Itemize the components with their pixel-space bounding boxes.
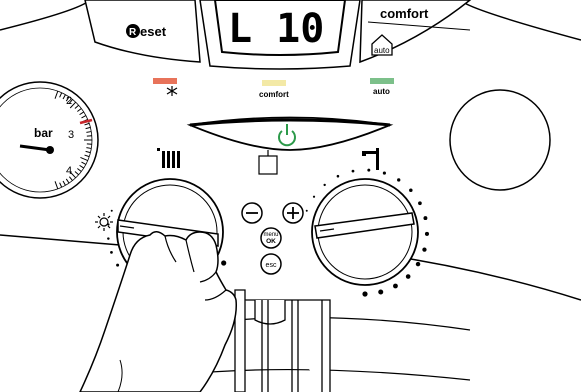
scale-dot (382, 171, 386, 175)
scale-dot (323, 183, 326, 187)
panel-edge-top-left (0, 0, 91, 31)
scale-dot (362, 291, 368, 297)
indicator-label-auto: auto (373, 87, 390, 96)
scale-dot (409, 188, 413, 192)
scale-dot (415, 261, 421, 267)
display-code: L 10 (228, 6, 324, 52)
reset-label: eset (140, 24, 167, 39)
scale-dot (405, 274, 411, 279)
gauge-tick-mark (54, 90, 59, 99)
gauge-tick-mark (74, 171, 79, 176)
panel-edge-left (0, 234, 121, 246)
gauge-tick-mark (85, 126, 91, 130)
scale-dot (367, 168, 371, 172)
round-window (449, 89, 551, 191)
snowflake-icon (166, 86, 178, 96)
gauge-tick-mark (54, 181, 59, 190)
scale-dot (116, 263, 120, 267)
scale-dot (397, 178, 401, 182)
scale-dot (393, 283, 398, 289)
hand-illustration (79, 231, 238, 392)
scale-dot (107, 237, 110, 240)
hot-water-knob[interactable] (311, 178, 419, 286)
gauge-tick-mark (74, 104, 79, 109)
scale-dot (110, 251, 113, 254)
gauge-tick-mark (68, 99, 73, 104)
gauge-tick-mark (62, 180, 66, 186)
gauge-tick-mark (59, 92, 63, 98)
reset-button[interactable] (84, 0, 201, 63)
gauge-tick-mark (69, 171, 77, 179)
reset-r-badge (126, 24, 140, 38)
gauge-tick-mark (65, 96, 70, 102)
gauge-tick-mark (79, 111, 85, 116)
tap-icon (362, 148, 379, 170)
power-button[interactable] (186, 116, 394, 151)
scale-dot (312, 195, 316, 198)
ok-label: OK (266, 238, 276, 245)
hot-water-scale-dots (305, 168, 430, 297)
scale-dot (221, 260, 227, 266)
svg-text:R: R (129, 27, 137, 38)
gauge-tick-mark (69, 101, 77, 109)
radiator-icon (157, 148, 180, 168)
gauge-tick-mark (59, 182, 63, 188)
scale-dot (110, 209, 113, 212)
scale-dot (336, 174, 340, 178)
gauge-tick-mark (80, 156, 88, 162)
indicator-led-green (370, 78, 394, 84)
home-auto-icon[interactable]: auto (371, 34, 393, 56)
gauge-tick-2: 2 (66, 95, 72, 107)
menu-ok-button[interactable]: menu OK (260, 227, 282, 249)
auto-button-label: auto (374, 46, 390, 55)
gauge-tick-mark (81, 161, 87, 165)
comfort-label: comfort (380, 6, 429, 21)
indicator-label-comfort: comfort (259, 90, 289, 99)
power-icon (278, 124, 296, 147)
gauge-needle (19, 144, 51, 152)
pressure-red-mark (79, 118, 93, 125)
gauge-tick-mark (65, 178, 70, 184)
gauge-tick-mark (77, 108, 82, 112)
indicator-led-yellow (262, 80, 286, 86)
gauge-tick-mark (81, 115, 87, 119)
gauge-tick-mark (84, 122, 90, 126)
gauge-unit: bar (34, 126, 53, 140)
esc-label: esc (266, 262, 277, 269)
indicator-led-red (153, 78, 177, 84)
gauge-tick-3: 3 (68, 129, 74, 141)
menu-label: menu (263, 232, 278, 238)
plus-icon (287, 207, 299, 219)
gauge-tick-4: 4 (66, 165, 72, 177)
gauge-tick-mark (77, 168, 82, 172)
pressure-gauge: 2 3 4 bar (0, 81, 99, 199)
gauge-tick-mark (86, 147, 92, 149)
panel-edge-top-right (459, 0, 581, 41)
gauge-tick-mark (62, 94, 66, 100)
gauge-tick-mark (79, 164, 85, 169)
minus-button[interactable] (241, 202, 263, 224)
comfort-divider (367, 21, 471, 31)
gauge-tick-mark (68, 176, 73, 181)
latch-block (258, 155, 278, 175)
sun-icon (95, 213, 113, 231)
scale-dot (418, 201, 422, 206)
scale-dot (305, 209, 308, 212)
esc-button[interactable]: esc (260, 253, 282, 275)
scale-dot (423, 216, 428, 221)
lcd-display (213, 0, 347, 56)
bottom-bracket (234, 289, 331, 392)
plus-button[interactable] (282, 202, 304, 224)
gauge-tick-mark (85, 150, 91, 154)
gauge-tick-mark (86, 131, 92, 133)
scale-dot (351, 169, 355, 173)
scale-dot (424, 231, 430, 236)
scale-dot (378, 289, 384, 295)
scale-dot (422, 247, 427, 252)
gauge-tick-mark (84, 154, 90, 158)
